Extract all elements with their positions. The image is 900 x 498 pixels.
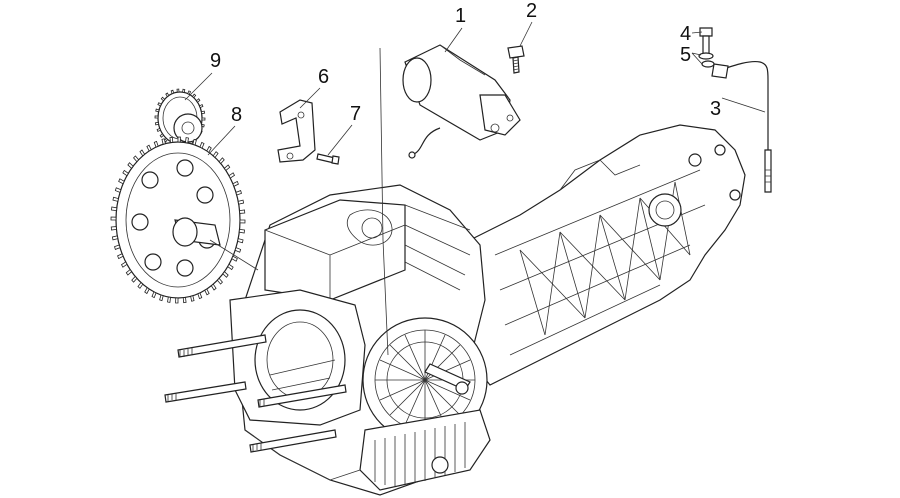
- gear-tooth: [151, 291, 157, 299]
- gear-tooth: [127, 162, 134, 169]
- gear-tooth: [114, 244, 121, 250]
- callout-7: 7: [350, 103, 361, 125]
- gear-tooth: [177, 136, 181, 143]
- cable-screw: [699, 27, 713, 56]
- gear-tooth: [159, 133, 165, 138]
- callout-8: 8: [231, 104, 242, 126]
- gear-tooth: [235, 190, 242, 196]
- gear-tooth: [192, 138, 197, 146]
- gear-tooth: [153, 140, 159, 148]
- callout-6: 6: [318, 66, 329, 88]
- callout-2: 2: [526, 0, 537, 22]
- gear-tooth: [111, 235, 119, 241]
- callout-1: 1: [455, 5, 466, 27]
- gear-tooth: [112, 196, 119, 202]
- gear-tooth: [198, 103, 204, 109]
- flywheel-gear: [110, 136, 246, 304]
- gear-tooth: [197, 292, 203, 300]
- gear-tooth: [167, 296, 171, 303]
- gear-tooth: [218, 157, 225, 165]
- gear-tooth: [191, 93, 197, 99]
- gear-tooth: [195, 98, 201, 103]
- gear-tooth: [237, 238, 244, 244]
- gear-tooth: [155, 108, 160, 113]
- gear-tooth: [204, 288, 210, 296]
- gear-tooth: [146, 144, 152, 152]
- gear-tooth: [110, 226, 117, 231]
- gear-tooth: [133, 155, 140, 163]
- gear-tooth: [144, 287, 150, 295]
- gear-tooth: [169, 136, 174, 144]
- gear-tooth: [231, 255, 238, 262]
- gear-tooth: [137, 281, 144, 289]
- gear-tooth: [190, 295, 195, 302]
- gear-tooth: [117, 253, 124, 260]
- gear-tooth: [185, 137, 189, 144]
- gear-tooth: [232, 180, 239, 187]
- leader-lines: [184, 21, 766, 356]
- gear-tooth: [157, 102, 162, 107]
- ground-cable: [711, 60, 772, 193]
- gear-tooth: [154, 121, 160, 126]
- gear-tooth: [228, 172, 236, 179]
- gear-tooth: [212, 151, 219, 159]
- gear-tooth: [110, 216, 117, 221]
- callout-9: 9: [210, 50, 221, 72]
- gear-tooth: [120, 261, 128, 268]
- callout-4: 4: [680, 23, 691, 45]
- gear-tooth: [131, 275, 138, 283]
- gear-tooth: [182, 88, 186, 93]
- callout-5: 5: [680, 44, 691, 66]
- gear-tooth: [239, 209, 246, 214]
- gear-tooth: [234, 247, 242, 253]
- gear-tooth: [111, 206, 118, 212]
- gear-tooth: [199, 141, 205, 149]
- starter-gear: [154, 88, 206, 148]
- gear-tooth: [154, 115, 159, 119]
- gear-tooth: [161, 138, 166, 145]
- gear-tooth: [238, 228, 245, 234]
- gear-tooth: [159, 294, 164, 302]
- gear-tooth: [222, 271, 229, 278]
- cylinder-studs: [164, 334, 347, 453]
- gear-tooth: [227, 263, 234, 271]
- gear-tooth: [139, 149, 146, 157]
- bracket: [277, 99, 316, 163]
- gear-tooth: [239, 219, 246, 224]
- gear-tooth: [237, 199, 245, 205]
- crankcase: [229, 124, 746, 496]
- gear-tooth: [216, 277, 223, 285]
- callout-labels: 1 2 3 4 5 6 7 8 9: [210, 0, 721, 126]
- gear-tooth: [156, 127, 162, 133]
- gear-tooth: [114, 187, 122, 193]
- gear-tooth: [200, 110, 206, 115]
- gear-tooth: [118, 178, 125, 185]
- starter-motor: [402, 44, 521, 159]
- gear-tooth: [187, 90, 192, 95]
- starter-bolt: [507, 45, 525, 74]
- gear-tooth: [201, 117, 206, 121]
- gear-tooth: [210, 283, 217, 291]
- bracket-screw: [316, 153, 340, 165]
- gear-tooth: [206, 145, 212, 153]
- gear-tooth: [223, 164, 231, 172]
- gear-tooth: [122, 169, 129, 177]
- gear-tooth: [175, 297, 179, 304]
- gear-tooth: [160, 96, 166, 102]
- gear-tooth: [176, 88, 180, 93]
- gear-tooth: [182, 296, 187, 304]
- gear-tooth: [165, 92, 170, 98]
- gear-tooth: [125, 268, 133, 276]
- gear-tooth: [170, 89, 175, 95]
- washers: [698, 52, 715, 68]
- callout-3: 3: [710, 98, 721, 120]
